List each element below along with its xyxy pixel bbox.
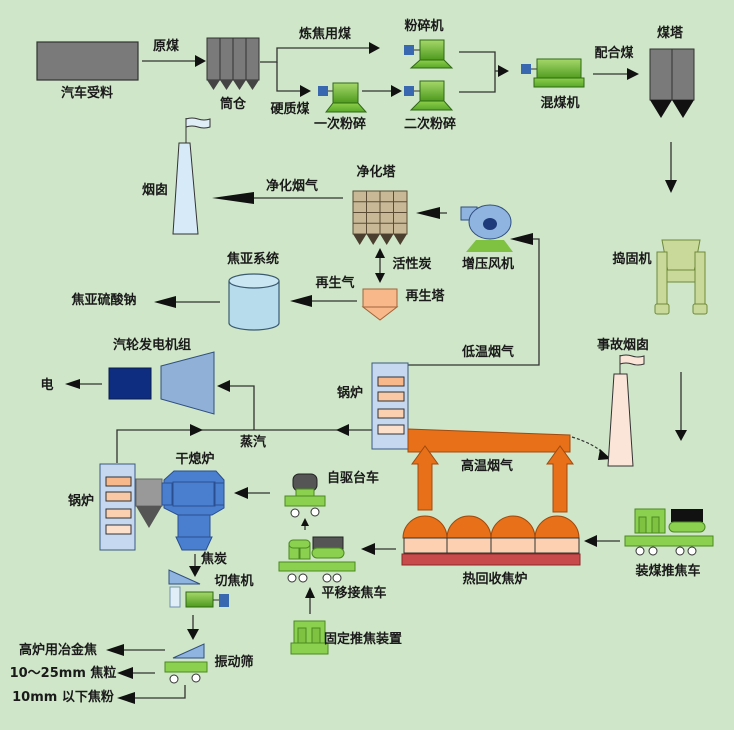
- regeneration-tower: 再生塔: [361, 288, 445, 321]
- mixer-label: 混煤机: [540, 95, 579, 111]
- low-temp-gas-line: 低温烟气: [407, 233, 540, 366]
- cyclone-separator: [135, 478, 163, 528]
- truck-unloading-label: 汽车受料: [61, 85, 113, 101]
- coke-granule-label: 10～25mm 焦粒: [10, 665, 117, 681]
- dry-quench-furnace: 干熄炉: [161, 451, 225, 551]
- crusher-label: 粉碎机: [404, 18, 443, 34]
- stamping-machine-label: 捣固机: [612, 251, 651, 267]
- sulfite-system: 焦亚系统: [226, 251, 280, 331]
- transfer-car: 平移接焦车: [278, 536, 387, 601]
- boiler-top: 锅炉: [337, 362, 409, 450]
- boiler-left: 锅炉: [68, 463, 136, 551]
- secondary-crusher: 二次粉碎: [404, 80, 456, 132]
- regen-gas-arrow: 再生气: [290, 275, 357, 307]
- turbine-generator-label: 汽轮发电机组: [113, 337, 191, 353]
- sulfite-system-label: 焦亚系统: [226, 251, 279, 267]
- stamping-machine: 捣固机: [612, 239, 708, 315]
- dry-quench-label: 干熄炉: [175, 451, 214, 467]
- regen-tower-label: 再生塔: [405, 288, 445, 304]
- coal-mixer: 混煤机: [521, 58, 585, 111]
- bf-coke-label: 高炉用冶金焦: [19, 642, 97, 658]
- secondary-crush-label: 二次粉碎: [404, 116, 456, 132]
- motor-icon: [404, 86, 414, 96]
- charging-pushing-car: 装煤推焦车: [624, 508, 714, 579]
- silo: 筒仓: [206, 37, 260, 112]
- steam-label: 蒸汽: [240, 434, 266, 450]
- turbine-generator: 汽轮发电机组: [108, 337, 215, 415]
- booster-fan-label: 增压风机: [462, 256, 514, 272]
- raw-coal-label: 原煤: [153, 38, 179, 54]
- emergency-dashed-arrow: [571, 436, 611, 460]
- vibrating-screen-label: 振动筛: [214, 654, 253, 670]
- motor-icon: [521, 64, 531, 74]
- screen-output-arrows: 高炉用冶金焦 10～25mm 焦粒 10mm 以下焦粉: [10, 642, 186, 705]
- motor-icon: [404, 45, 414, 55]
- vibrating-screen: 振动筛: [164, 643, 254, 684]
- coke-cutter-label: 切焦机: [214, 573, 253, 589]
- activated-carbon-link: 活性炭: [375, 248, 432, 283]
- sulfite-output-arrow: 焦亚硫酸钠: [70, 292, 220, 308]
- heat-recovery-oven-label: 热回收焦炉: [462, 571, 527, 587]
- electricity-label: 电: [40, 377, 53, 393]
- regen-gas-label: 再生气: [315, 275, 354, 291]
- self-driven-car-label: 自驱台车: [327, 470, 379, 486]
- transfer-car-label: 平移接焦车: [321, 585, 386, 601]
- truck-unloading-unit: 汽车受料: [36, 41, 139, 101]
- stamping-to-charging-arrow: [675, 372, 687, 441]
- sodium-metabisulfite-label: 焦亚硫酸钠: [70, 292, 136, 308]
- oven-to-transfer-arrow: [361, 543, 396, 555]
- fan-to-tower-arrow: [416, 207, 447, 219]
- coke-cutter: 切焦机: [168, 569, 254, 608]
- purification-tower: 净化塔: [352, 164, 408, 245]
- clean-flue-gas-arrow: 净化烟气: [212, 178, 343, 204]
- fixed-pusher-to-transfer-arrow: [305, 587, 315, 614]
- cutter-to-screen-arrow: [187, 615, 199, 640]
- low-temp-gas-label: 低温烟气: [461, 344, 514, 360]
- steam-lines: 蒸汽: [116, 380, 407, 463]
- silo-split-lines: 炼焦用煤 硬质煤: [260, 26, 380, 117]
- blended-coal-arrow: 配合煤: [593, 45, 639, 80]
- purify-tower-label: 净化塔: [356, 164, 396, 180]
- coal-tower-to-stamping-arrow: [665, 142, 677, 193]
- motor-icon: [318, 86, 328, 96]
- chimney-label: 烟囱: [142, 182, 168, 198]
- self-driven-car: 自驱台车: [284, 470, 379, 518]
- raw-coal-arrow: 原煤: [142, 38, 206, 67]
- coke-label: 焦炭: [200, 551, 227, 567]
- blended-coal-label: 配合煤: [594, 45, 633, 61]
- silo-label: 筒仓: [220, 96, 247, 112]
- boiler-top-label: 锅炉: [337, 385, 363, 401]
- primary-crusher: 一次粉碎: [314, 82, 402, 132]
- hard-coal-label: 硬质煤: [270, 101, 309, 117]
- chimney: 烟囱: [142, 117, 211, 235]
- high-temp-gas-label: 高温烟气: [461, 458, 513, 474]
- electricity-arrow: 电: [40, 377, 102, 393]
- coke-arrow: 焦炭: [189, 551, 227, 577]
- booster-fan: 增压风机: [460, 204, 514, 272]
- coking-coal-label: 炼焦用煤: [299, 26, 351, 42]
- primary-crush-label: 一次粉碎: [314, 116, 366, 132]
- fixed-pusher-label: 固定推焦装置: [324, 631, 402, 647]
- emergency-chimney: 事故烟囱: [597, 337, 649, 467]
- heat-recovery-coke-oven: 热回收焦炉: [401, 515, 581, 587]
- coal-tower-label: 煤塔: [657, 25, 684, 41]
- charging-pushing-car-label: 装煤推焦车: [634, 563, 700, 579]
- emergency-chimney-label: 事故烟囱: [597, 337, 649, 353]
- activated-carbon-label: 活性炭: [392, 256, 431, 272]
- coke-powder-label: 10mm 以下焦粉: [12, 689, 114, 705]
- selfdriven-to-quench-arrow: [234, 487, 270, 499]
- charging-to-oven-arrow: [584, 535, 620, 547]
- high-temp-gas-duct: 高温烟气: [407, 428, 574, 513]
- fixed-pusher: 固定推焦装置: [290, 620, 402, 655]
- coal-tower: 煤塔: [649, 25, 695, 118]
- crusher: 粉碎机: [404, 18, 454, 69]
- crusher-merge-lines: [459, 51, 509, 93]
- clean-flue-gas-label: 净化烟气: [266, 178, 318, 194]
- transfer-to-selfdriven-arrow: [301, 518, 309, 530]
- motor-icon: [219, 594, 229, 607]
- boiler-left-label: 锅炉: [68, 493, 94, 509]
